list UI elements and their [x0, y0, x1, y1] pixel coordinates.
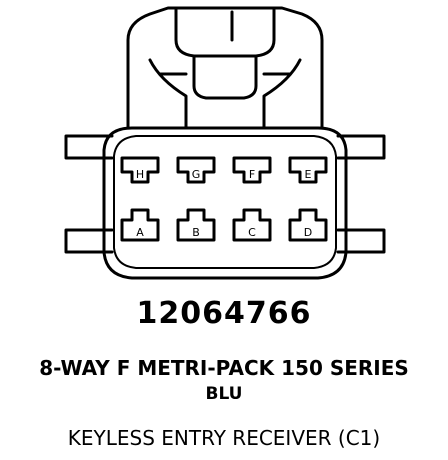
connector-color: BLU — [205, 384, 243, 404]
pin-cavity-f — [232, 156, 272, 184]
latch-inner-frame — [174, 8, 276, 58]
right-rail — [336, 134, 386, 160]
pin-cavity-b — [176, 208, 216, 242]
latch-right-rib — [262, 58, 302, 130]
pin-cavity-g — [176, 156, 216, 184]
latch-hood-outline — [126, 6, 324, 130]
pin-cavity-a — [120, 208, 160, 242]
connector-name: KEYLESS ENTRY RECEIVER (C1) — [67, 426, 381, 450]
left-rail-lower — [64, 228, 114, 254]
latch-arm — [192, 54, 258, 100]
pin-cavity-h — [120, 156, 160, 184]
right-rail-lower — [336, 228, 386, 254]
left-rail — [64, 134, 114, 160]
pin-label-a: A — [136, 226, 144, 239]
latch-left-rib — [148, 58, 188, 130]
connector-series: 8-WAY F METRI-PACK 150 SERIES — [39, 356, 409, 380]
pin-label-b: B — [192, 226, 200, 239]
pin-label-h: H — [136, 168, 144, 181]
pin-label-g: G — [192, 168, 201, 181]
pin-cavity-e — [288, 156, 328, 184]
pin-label-c: C — [248, 226, 256, 239]
connector-drawing: H G F E A B C D — [64, 6, 386, 280]
pin-label-d: D — [304, 226, 312, 239]
part-number: 12064766 — [136, 296, 312, 331]
pin-cavity-c — [232, 208, 272, 242]
connector-body-inner — [113, 135, 337, 269]
connector-body — [102, 126, 348, 280]
pin-label-e: E — [305, 168, 312, 181]
pin-label-f: F — [249, 168, 255, 181]
pin-cavity-d — [288, 208, 328, 242]
